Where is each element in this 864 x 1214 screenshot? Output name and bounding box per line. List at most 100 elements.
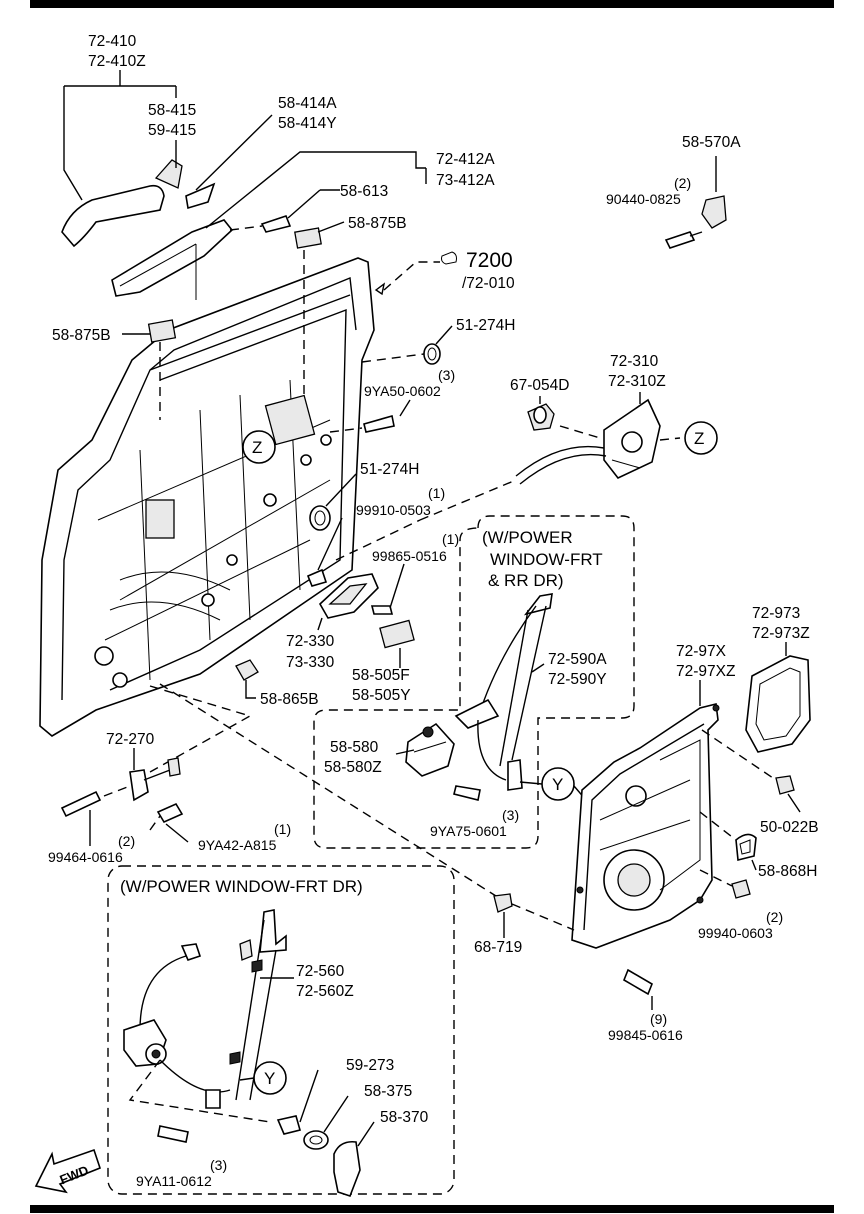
callout-handle-screw: 58-613	[340, 183, 388, 200]
z-marker-left: Z	[242, 430, 276, 464]
callout-clip-68719: 68-719	[474, 939, 522, 956]
section-ref-sub: /72-010	[462, 275, 515, 292]
guide-clip-to-panel	[511, 903, 575, 931]
callout-handle-cap-1: 58-415	[148, 102, 196, 119]
module-panel-group	[571, 680, 720, 949]
callout-bolt-9ya42: 9YA42-A815	[198, 837, 277, 853]
callout-regulator-frt-2: 72-560Z	[296, 983, 354, 1000]
section-reference: 7200 /72-010	[374, 249, 515, 296]
y-marker-front-label: Y	[264, 1069, 275, 1088]
callout-latch-1: 72-310	[610, 353, 659, 370]
outer-handle-group	[61, 159, 322, 300]
callout-screw-99865: 99865-0516	[372, 548, 447, 564]
door-shell	[39, 257, 375, 737]
callout-regulator-frt-1: 72-560	[296, 963, 345, 980]
z-marker-right: Z	[684, 421, 718, 455]
callout-screw-99845: 99845-0616	[608, 1027, 683, 1043]
regulator-frt-group	[123, 909, 375, 1198]
plug-upper-group	[329, 325, 453, 433]
inner-handle-group	[306, 473, 415, 668]
callout-plug-upper: 51-274H	[456, 317, 515, 334]
callout-module-panel-2: 72-97XZ	[676, 663, 735, 680]
callout-bolt-90440-qty: (2)	[674, 175, 691, 191]
callout-pad-upper: 58-875B	[348, 215, 407, 232]
leaders-outer-handle	[63, 70, 427, 420]
stopper-group	[235, 659, 259, 699]
callout-stopper: 58-865B	[260, 691, 319, 708]
callout-handle-gasket-2: 58-414Y	[278, 115, 337, 132]
box-both-line-3: & RR DR)	[488, 571, 564, 590]
check-link-group	[60, 748, 189, 846]
pad-left-shape	[147, 319, 177, 343]
box-power-window-frt	[107, 865, 455, 1195]
callout-bolt-99464: 99464-0616	[48, 849, 123, 865]
callout-regulator-rr-1: 72-590A	[548, 651, 607, 668]
callout-bolt-9ya42-qty: (1)	[274, 821, 291, 837]
callout-bolt-90440: 90440-0825	[606, 191, 681, 207]
callout-crank-washer: 59-273	[346, 1057, 394, 1074]
box-power-window-both	[313, 515, 635, 849]
callout-bolt-99464-qty: (2)	[118, 833, 135, 849]
callout-seal-58868: 58-868H	[758, 863, 817, 880]
callout-handle-gasket-1: 58-414A	[278, 95, 337, 112]
callout-motor-1: 58-580	[330, 739, 379, 756]
latch-group	[335, 392, 681, 561]
top-border	[30, 0, 834, 8]
callout-crank-handle: 58-370	[380, 1109, 429, 1126]
callout-latch-2: 72-310Z	[608, 373, 666, 390]
callout-handle-base-1: 72-412A	[436, 151, 495, 168]
callout-pad-left: 58-875B	[52, 327, 111, 344]
y-marker-front: Y	[239, 1061, 287, 1095]
callout-handle-cap-2: 59-415	[148, 122, 196, 139]
callout-bolt-9ya11: 9YA11-0612	[136, 1173, 212, 1189]
guide-left-to-panel	[159, 683, 497, 897]
panel-fasteners-group	[623, 729, 801, 1010]
bottom-border	[30, 1205, 834, 1213]
callout-bolt-9ya75: 9YA75-0601	[430, 823, 507, 839]
z-marker-right-label: Z	[694, 429, 704, 448]
callout-clip-50022: 50-022B	[760, 819, 819, 836]
callout-grommet-67054: 67-054D	[510, 377, 569, 394]
callout-seal-72973-2: 72-973Z	[752, 625, 810, 642]
callout-inner-cover-2: 58-505Y	[352, 687, 411, 704]
callout-screw-99910: 99910-0503	[356, 502, 431, 518]
callout-bolt-9ya75-qty: (3)	[502, 807, 519, 823]
y-marker-mid: Y	[519, 767, 587, 801]
callout-inner-handle-1: 72-330	[286, 633, 335, 650]
box-both-line-1: (W/POWER	[482, 528, 573, 547]
section-ref-num: 7200	[466, 249, 513, 272]
clip-68719-group	[493, 893, 513, 938]
y-marker-mid-label: Y	[552, 775, 563, 794]
callout-regulator-rr-2: 72-590Y	[548, 671, 607, 688]
callout-motor-2: 58-580Z	[324, 759, 382, 776]
callout-check-link: 72-270	[106, 731, 155, 748]
callout-screw-99910-qty: (1)	[428, 485, 445, 501]
callout-handle-base-2: 73-412A	[436, 172, 495, 189]
callout-nut-99940: 99940-0603	[698, 925, 773, 941]
callout-plug-lower: 51-274H	[360, 461, 419, 478]
seal-72973-group	[745, 642, 811, 753]
callout-inner-cover-1: 58-505F	[352, 667, 410, 684]
callout-nut-99940-qty: (2)	[766, 909, 783, 925]
guide-check-link	[149, 685, 252, 773]
callout-crank-ring: 58-375	[364, 1083, 412, 1100]
callout-handle-outer-2: 72-410Z	[88, 53, 146, 70]
clip-58570-group	[664, 156, 727, 249]
callout-screw-99865-qty: (1)	[442, 531, 459, 547]
reference-symbol	[441, 251, 457, 265]
z-marker-left-label: Z	[252, 438, 262, 457]
box-both-line-2: WINDOW-FRT	[490, 550, 603, 569]
fwd-arrow: FWD	[34, 1148, 101, 1194]
callout-module-panel-1: 72-97X	[676, 643, 727, 660]
regulator-rr-group	[395, 593, 553, 801]
callout-clip-58570: 58-570A	[682, 134, 741, 151]
callout-bolt-9ya50-qty: (3)	[438, 367, 455, 383]
callout-seal-72973-1: 72-973	[752, 605, 800, 622]
callout-handle-outer-1: 72-410	[88, 33, 137, 50]
callout-bolt-9ya11-qty: (3)	[210, 1157, 227, 1173]
box-frt-title: (W/POWER WINDOW-FRT DR)	[120, 877, 363, 896]
callout-screw-99845-qty: (9)	[650, 1011, 667, 1027]
callout-inner-handle-2: 73-330	[286, 654, 335, 671]
callout-bolt-9ya50: 9YA50-0602	[364, 383, 441, 399]
